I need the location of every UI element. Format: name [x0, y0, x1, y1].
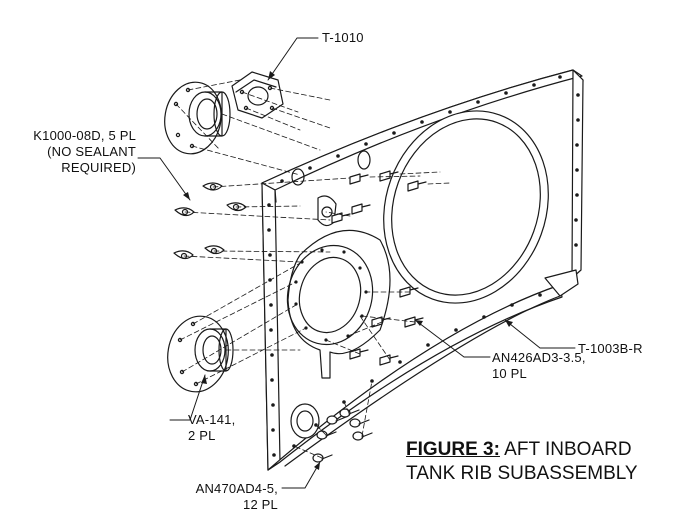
va141-flange-part: [167, 315, 234, 393]
k1000-label-line1: K1000-08D, 5 PL: [33, 128, 136, 143]
an470-label-line1: AN470AD4-5,: [195, 481, 278, 496]
an426-label-line2: 10 PL: [492, 366, 527, 381]
screws: [331, 170, 427, 366]
leader-lines: [137, 37, 576, 489]
upper-flange-part: [164, 81, 231, 155]
k1000-label: K1000-08D, 5 PL (NO SEALANT REQUIRED): [32, 128, 136, 176]
t1003-label: T-1003B-R: [578, 341, 643, 356]
va141-label-line2: 2 PL: [188, 428, 216, 443]
flange-rivet-holes: [267, 75, 580, 457]
rivets: [312, 408, 373, 463]
assembly-lines: [175, 79, 451, 459]
an426-label-line1: AN426AD3-3.5,: [492, 350, 586, 365]
t1010-part: [231, 71, 284, 119]
va141-label-line1: VA-141,: [188, 412, 236, 427]
k1000-label-line2: (NO SEALANT: [47, 144, 136, 159]
an426-label: AN426AD3-3.5, 10 PL: [492, 350, 586, 382]
figure-title-line2: TANK RIB SUBASSEMBLY: [406, 463, 638, 484]
k1000-label-line3: REQUIRED): [61, 160, 136, 175]
leader-arrowheads: [183, 71, 513, 470]
figure-caption-line1: FIGURE 3: AFT INBOARD: [406, 438, 638, 462]
an470-label-line2: 12 PL: [243, 497, 278, 512]
va141-label: VA-141, 2 PL: [188, 412, 235, 444]
rib-panel: [261, 69, 584, 471]
an470-label: AN470AD4-5, 12 PL: [178, 481, 278, 513]
figure-number: FIGURE 3:: [406, 439, 500, 460]
t1010-label: T-1010: [322, 30, 364, 45]
figure-caption: FIGURE 3: AFT INBOARD TANK RIB SUBASSEMB…: [406, 438, 638, 486]
figure-title-line1: AFT INBOARD: [499, 439, 632, 460]
